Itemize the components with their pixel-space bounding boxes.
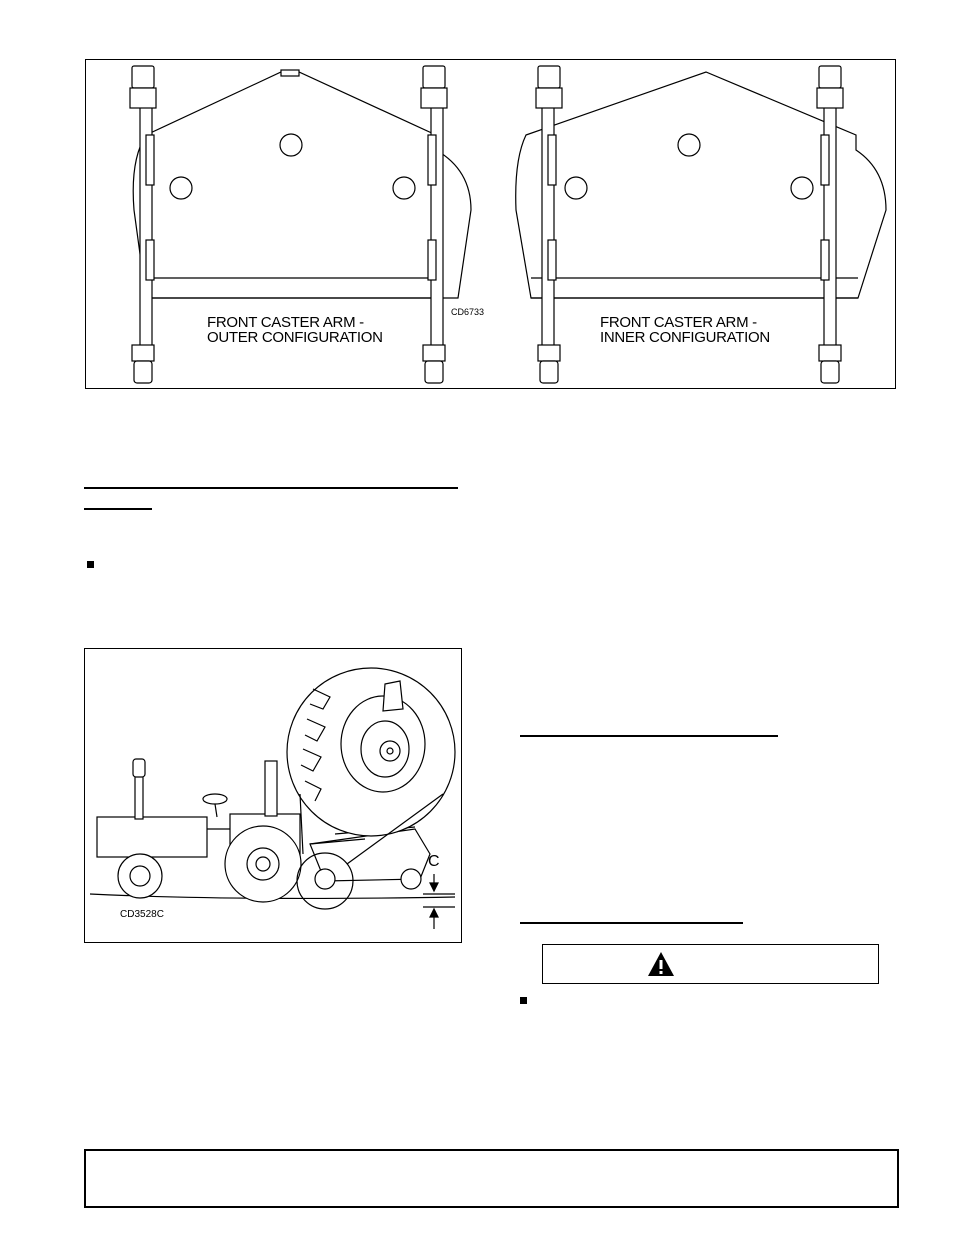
section-heading-rule-2 xyxy=(84,508,152,510)
outer-config-label-line1: FRONT CASTER ARM - xyxy=(207,314,364,331)
inner-config-label-line1: FRONT CASTER ARM - xyxy=(600,314,757,331)
bullet-square-icon xyxy=(87,561,94,568)
section-heading-rule-4 xyxy=(520,922,743,924)
inner-config-label: FRONT CASTER ARM - INNER CONFIGURATION xyxy=(600,315,770,345)
outer-config-label-line2: OUTER CONFIGURATION xyxy=(207,329,383,346)
figure-id-cd6733: CD6733 xyxy=(451,307,485,317)
section-heading-rule-3 xyxy=(520,735,778,737)
bullet-square-icon xyxy=(520,997,527,1004)
figure-id-cd3528c: CD3528C xyxy=(120,909,164,920)
figure-caster-arm-configurations: CD6733 FRONT CASTER ARM - OUTER CONFIGUR… xyxy=(85,59,896,389)
figure-tractor-cutting-height: C CD3528C xyxy=(84,648,462,943)
warning-banner xyxy=(542,944,879,984)
dimension-label-c: C xyxy=(428,853,440,870)
caster-arm-diagram xyxy=(129,65,887,384)
warning-triangle-icon xyxy=(648,952,674,976)
tractor-diagram xyxy=(89,667,456,929)
section-heading-rule-1 xyxy=(84,487,458,489)
outer-config-label: FRONT CASTER ARM - OUTER CONFIGURATION xyxy=(207,315,383,345)
footer-box xyxy=(84,1149,899,1208)
inner-config-label-line2: INNER CONFIGURATION xyxy=(600,329,770,346)
